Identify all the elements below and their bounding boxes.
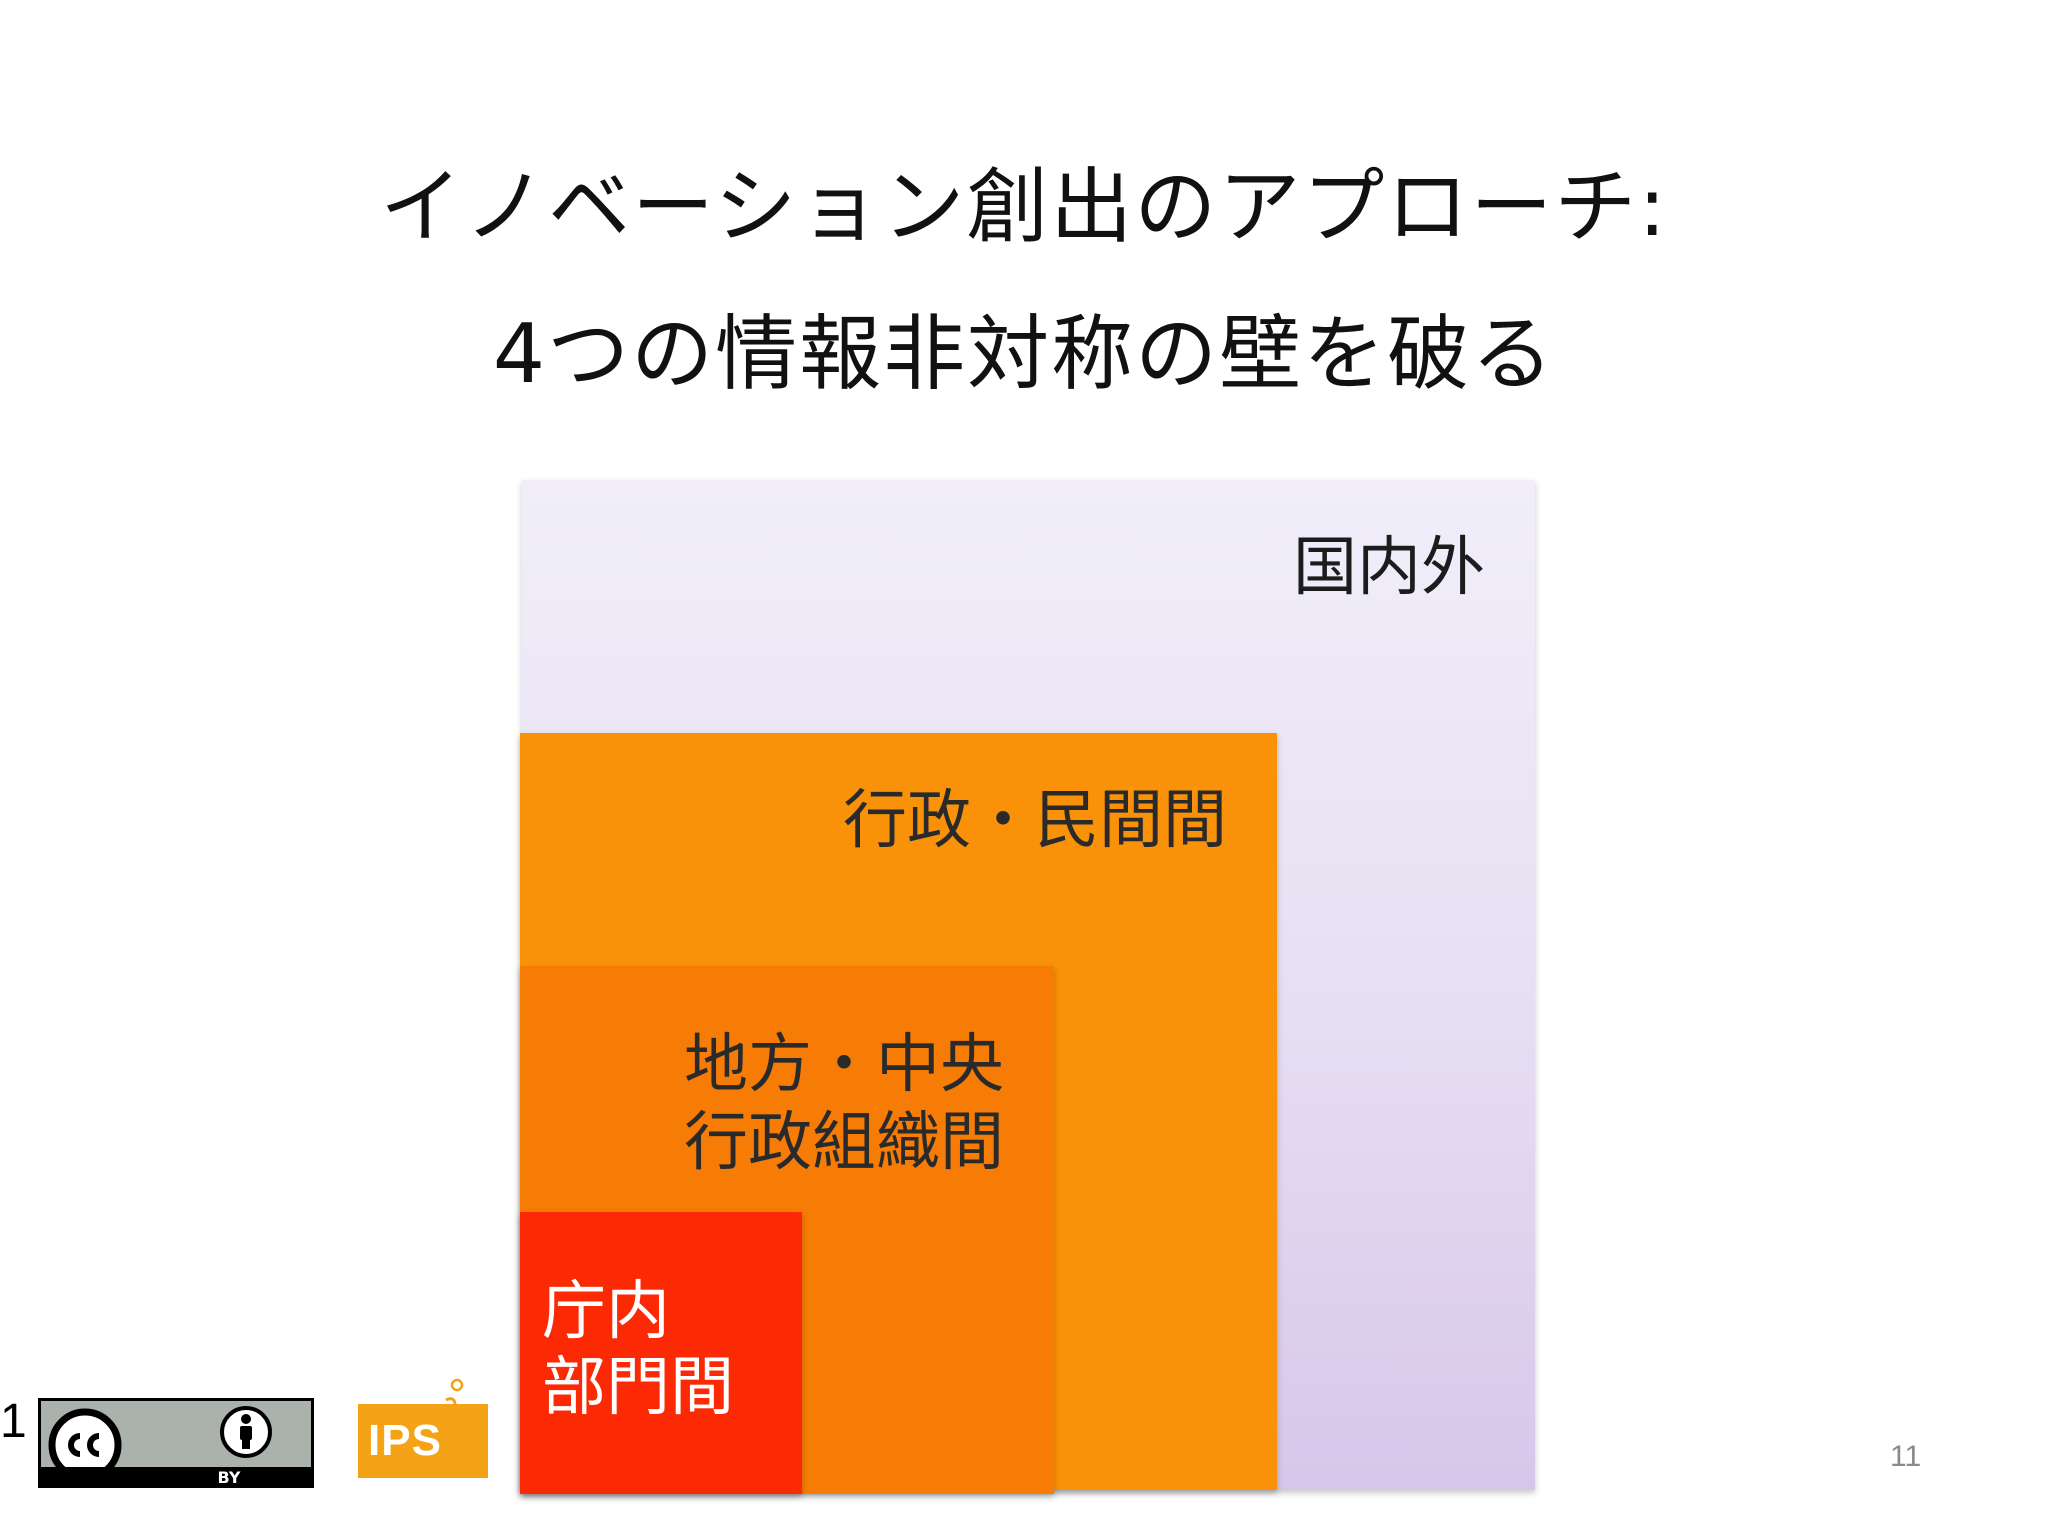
box-label-local-central-line2: 行政組織間: [684, 1106, 1004, 1180]
box-label-internal-departments: 庁内 部門間: [542, 1274, 734, 1426]
cc-by-license-badge[interactable]: BY: [38, 1398, 314, 1488]
box-label-local-central: 地方・中央 行政組織間: [684, 1026, 1004, 1182]
slide-title-line1: イノベーション創出のアプローチ:: [380, 160, 1668, 255]
box-label-local-central-line1: 地方・中央: [684, 1028, 1004, 1102]
attribution-icon: [220, 1406, 272, 1458]
edge-number: 1: [0, 1395, 27, 1448]
box-label-government-private: 行政・民間間: [843, 784, 1227, 858]
box-internal-departments: 庁内 部門間: [520, 1212, 802, 1494]
ips-logo[interactable]: IPS: [358, 1404, 488, 1478]
page-number: 11: [1890, 1440, 1922, 1473]
slide-title-line2: 4つの情報非対称の壁を破る: [492, 307, 1556, 402]
cc-badge-strip: [41, 1467, 311, 1485]
box-label-internal-line2: 部門間: [542, 1351, 734, 1425]
i-icon: [445, 1378, 464, 1424]
box-label-internal-line1: 庁内: [542, 1275, 670, 1349]
ips-logo-text: IPS: [368, 1416, 442, 1465]
cc-badge-by-text: BY: [217, 1468, 241, 1487]
box-label-domestic-international: 国内外: [1293, 531, 1485, 605]
